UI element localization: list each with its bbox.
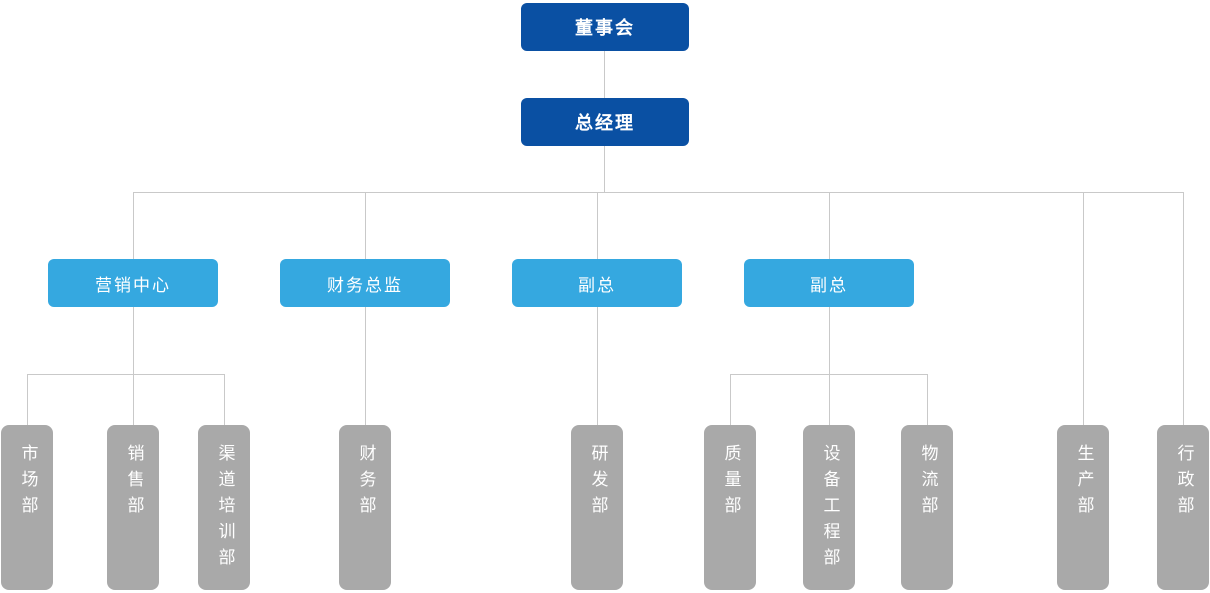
dept-label: 研发部 bbox=[587, 444, 608, 522]
node-finance-director: 财务总监 bbox=[280, 259, 450, 307]
connector-line bbox=[730, 374, 927, 375]
connector-line bbox=[829, 374, 830, 425]
connector-line bbox=[927, 374, 928, 425]
connector-line bbox=[604, 146, 605, 192]
connector-line bbox=[1183, 192, 1184, 425]
node-dept-admin: 行政部 bbox=[1157, 425, 1209, 590]
node-dept-rnd: 研发部 bbox=[571, 425, 623, 590]
connector-line bbox=[224, 374, 225, 425]
connector-line bbox=[27, 374, 28, 425]
node-marketing-center: 营销中心 bbox=[48, 259, 218, 307]
node-vice-president-1: 副总 bbox=[512, 259, 682, 307]
node-dept-market: 市场部 bbox=[1, 425, 53, 590]
connector-line bbox=[1083, 192, 1084, 425]
node-vice-president-2: 副总 bbox=[744, 259, 914, 307]
connector-line bbox=[365, 192, 366, 259]
node-dept-equipment-engineering: 设备工程部 bbox=[803, 425, 855, 590]
connector-line bbox=[365, 307, 366, 425]
connector-line bbox=[133, 192, 134, 259]
connector-line bbox=[604, 51, 605, 98]
node-dept-channel-training: 渠道培训部 bbox=[198, 425, 250, 590]
connector-line bbox=[597, 307, 598, 425]
dept-label: 市场部 bbox=[17, 444, 38, 522]
node-board: 董事会 bbox=[521, 3, 689, 51]
dept-label: 设备工程部 bbox=[819, 444, 840, 574]
node-dept-finance: 财务部 bbox=[339, 425, 391, 590]
dept-label: 渠道培训部 bbox=[214, 444, 235, 574]
dept-label: 行政部 bbox=[1173, 444, 1194, 522]
dept-label: 物流部 bbox=[917, 444, 938, 522]
node-general-manager: 总经理 bbox=[521, 98, 689, 146]
dept-label: 财务部 bbox=[355, 444, 376, 522]
connector-line bbox=[27, 374, 224, 375]
connector-line bbox=[829, 307, 830, 374]
connector-line bbox=[730, 374, 731, 425]
connector-line bbox=[133, 307, 134, 374]
node-dept-sales: 销售部 bbox=[107, 425, 159, 590]
connector-line bbox=[829, 192, 830, 259]
node-dept-production: 生产部 bbox=[1057, 425, 1109, 590]
connector-line bbox=[597, 192, 598, 259]
dept-label: 质量部 bbox=[720, 444, 741, 522]
connector-line bbox=[133, 374, 134, 425]
connector-line bbox=[133, 192, 1184, 193]
dept-label: 销售部 bbox=[123, 444, 144, 522]
dept-label: 生产部 bbox=[1073, 444, 1094, 522]
node-dept-quality: 质量部 bbox=[704, 425, 756, 590]
node-dept-logistics: 物流部 bbox=[901, 425, 953, 590]
